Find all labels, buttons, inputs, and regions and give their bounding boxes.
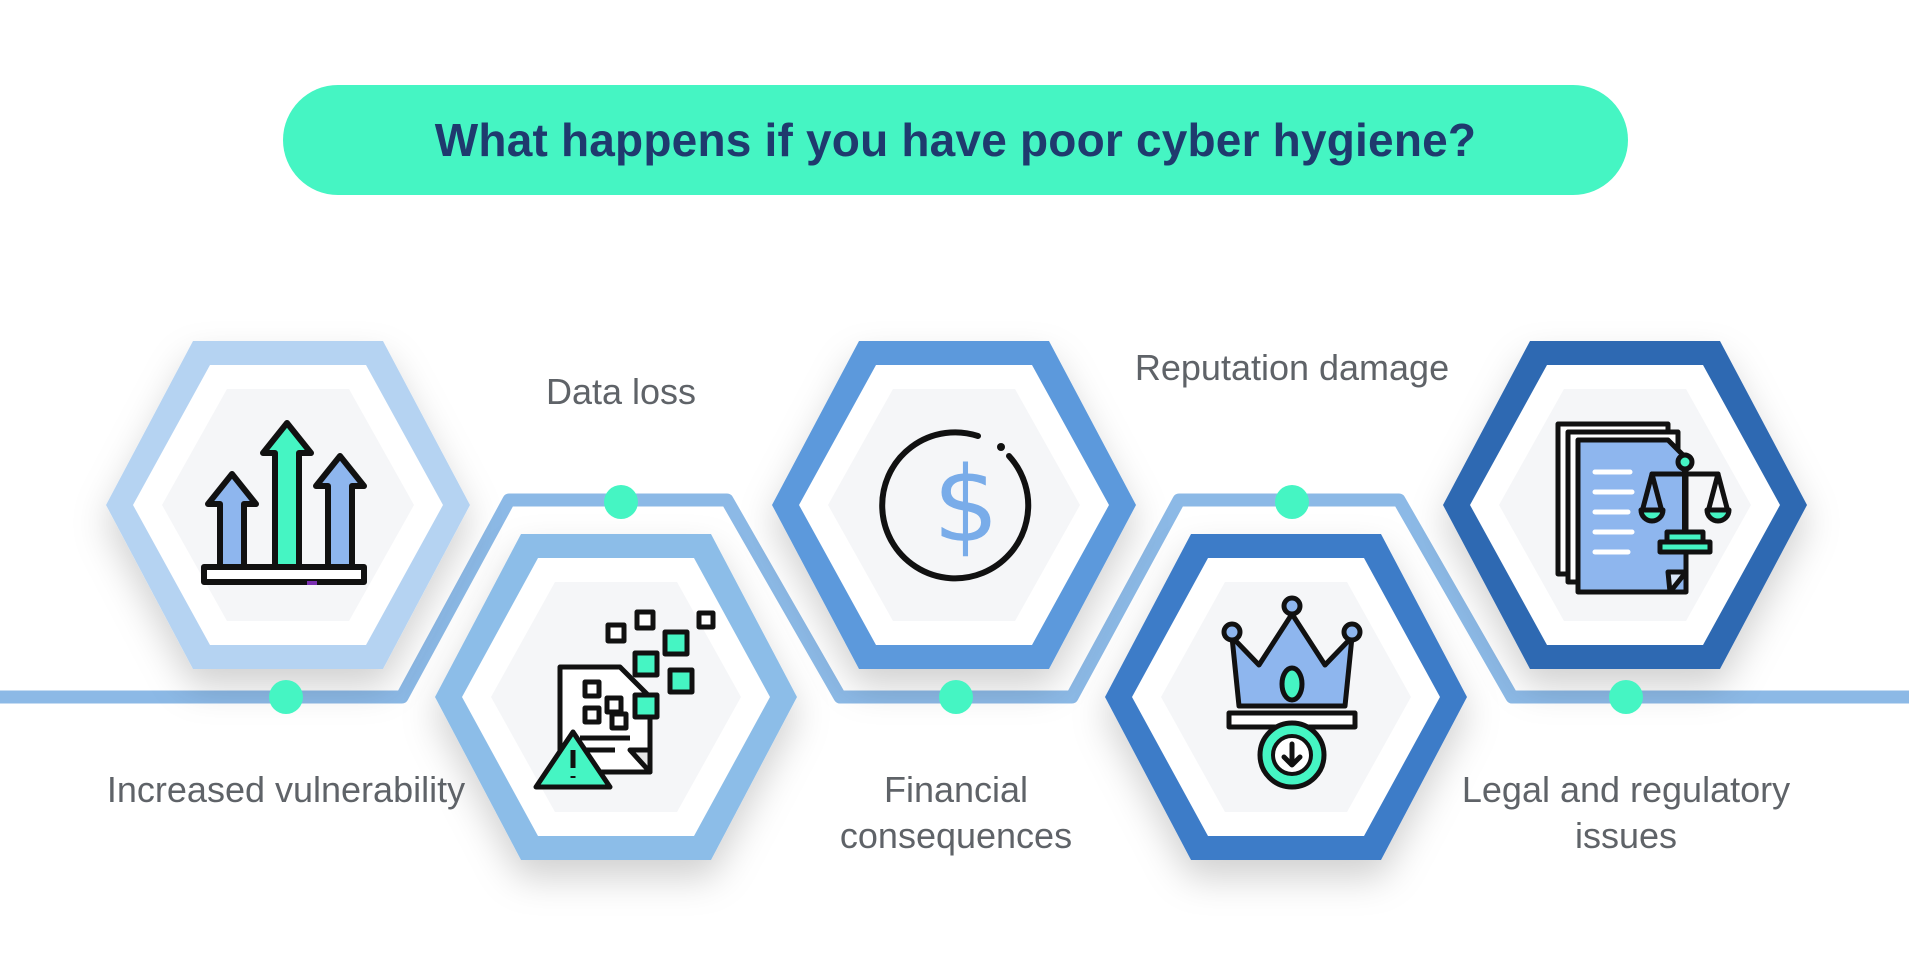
corrupted-document-icon [533,609,716,790]
rising-arrows-icon [201,420,367,585]
page-title: What happens if you have poor cyber hygi… [434,114,1477,166]
timeline-dot-legal-regulatory-issues [1609,680,1643,714]
timeline-dot-reputation-damage [1275,485,1309,519]
legal-document-scales-icon [1555,421,1732,595]
timeline-dot-increased-vulnerability [269,680,303,714]
label-reputation-damage: Reputation damage [1134,347,1450,388]
falling-crown-icon [1221,595,1363,790]
label-increased-vulnerability: Increased vulnerability [106,769,466,810]
title-banner: What happens if you have poor cyber hygi… [283,85,1628,195]
timeline-dot-data-loss [604,485,638,519]
label-legal-regulatory-issues: Legal and regulatory issues [1461,769,1791,856]
hexagon-financial-consequences [772,341,1136,669]
timeline-dot-financial-consequences [939,680,973,714]
label-data-loss: Data loss [545,371,697,412]
label-financial-consequences: Financial consequences [839,769,1073,856]
dollar-coin-icon: $ [879,429,1032,582]
svg-text:$: $ [933,444,999,566]
